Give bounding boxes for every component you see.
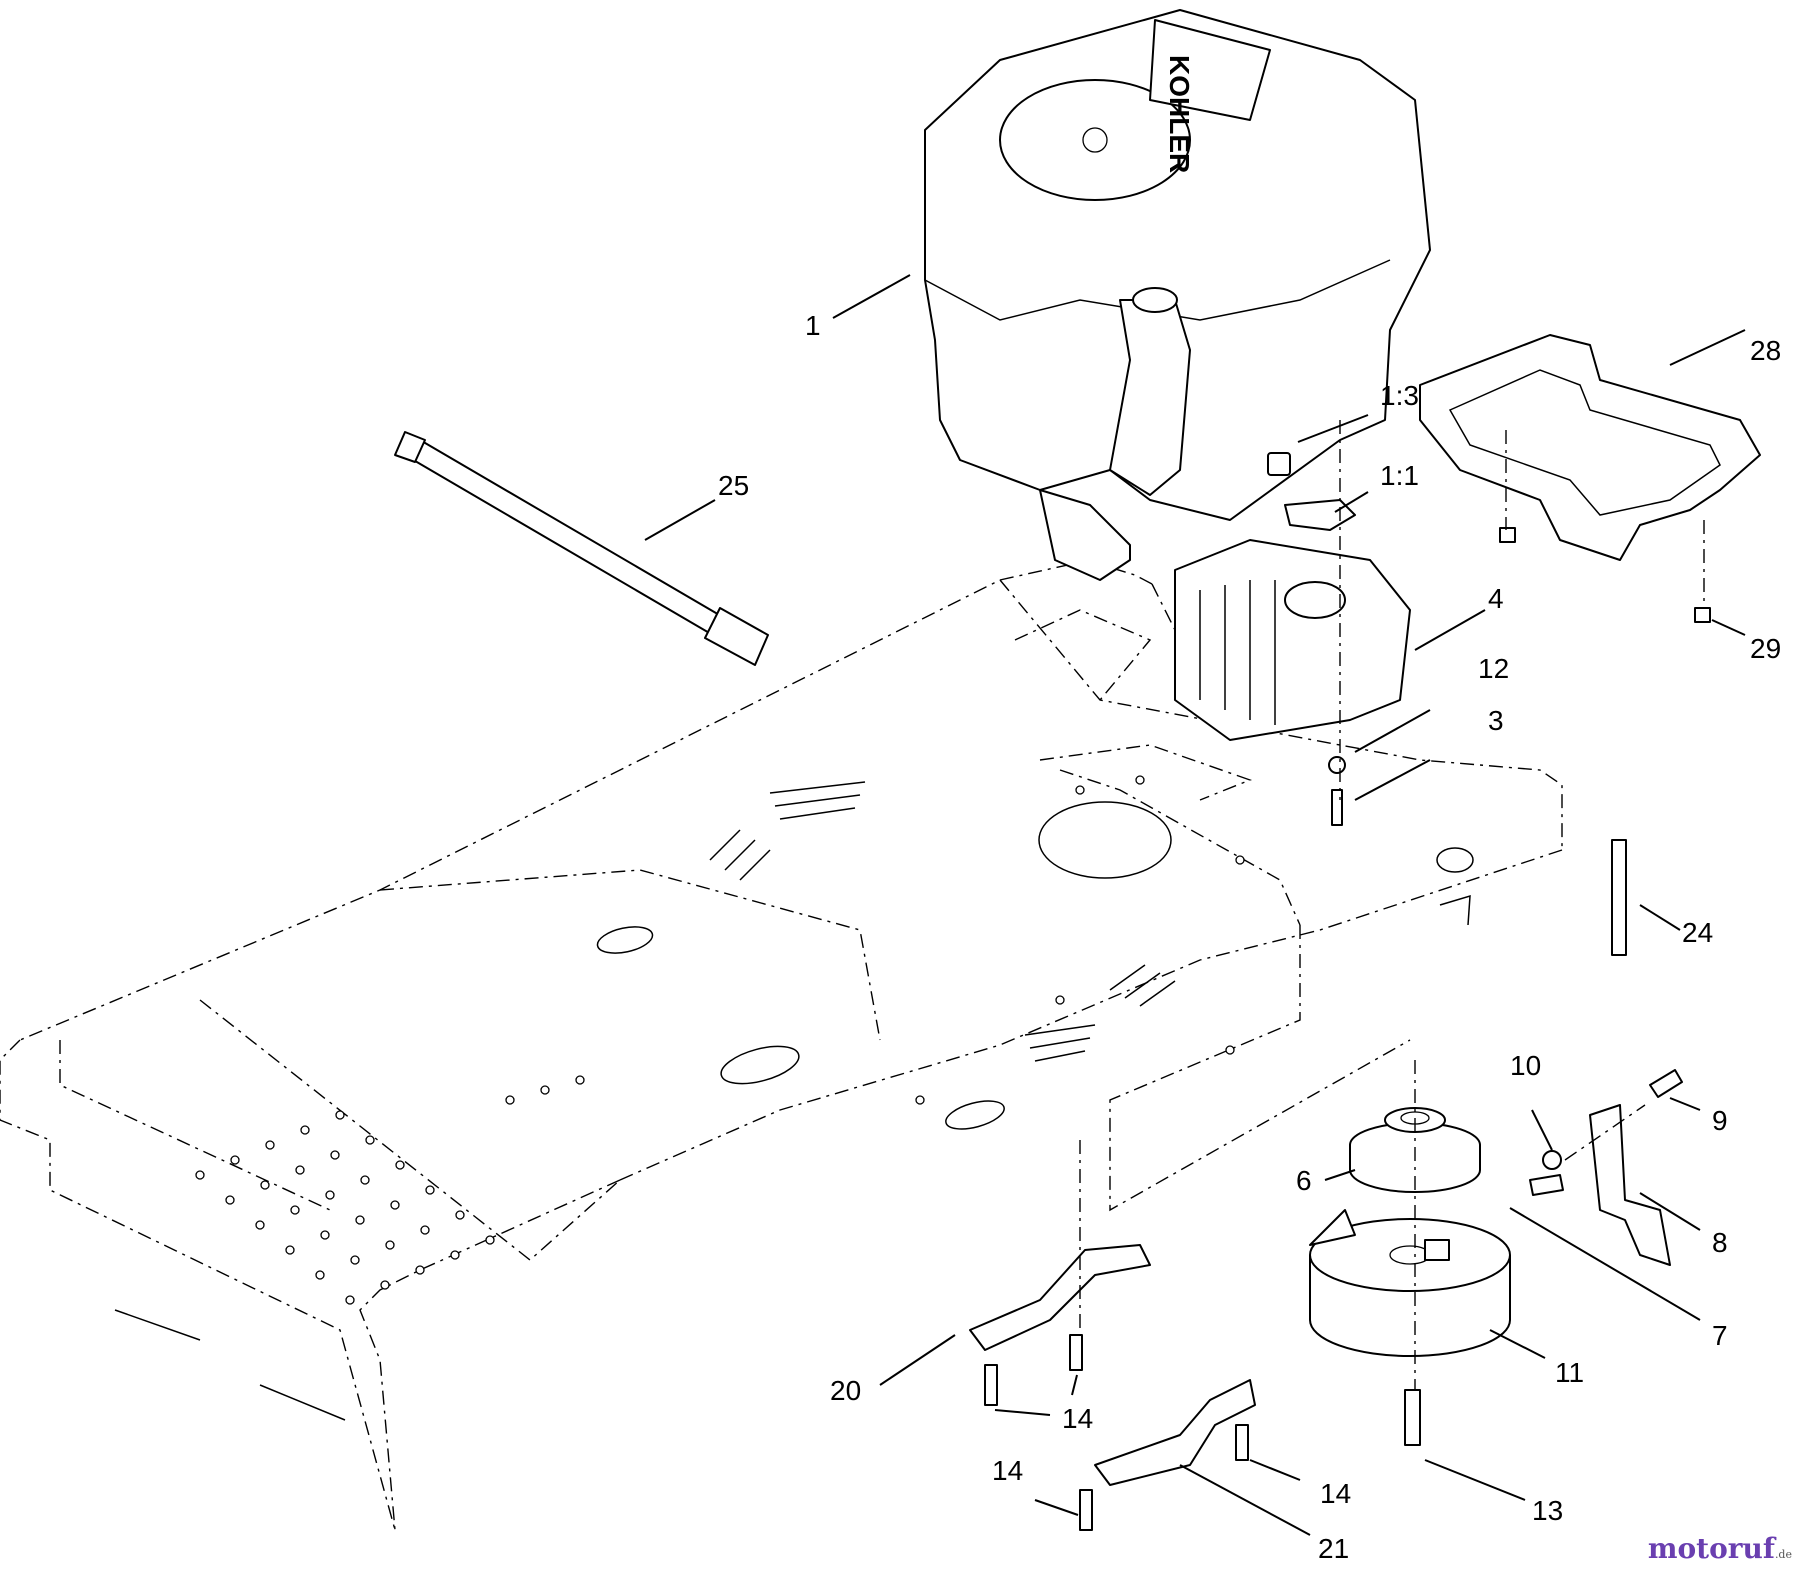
assembly-lines	[1079, 420, 1705, 1390]
part-21-bracket	[1094, 1379, 1256, 1486]
part-1-1-gasket	[1284, 499, 1356, 531]
callout-10: 10	[1510, 1050, 1541, 1081]
callout-1-3: 1:3	[1380, 380, 1419, 411]
watermark-brand: motoruf	[1647, 1532, 1775, 1565]
part-1-3-plug	[1267, 452, 1291, 476]
callout-7: 7	[1712, 1320, 1728, 1351]
callout-1-1: 1:1	[1380, 460, 1419, 491]
part-10-nut	[1542, 1150, 1562, 1170]
callout-29: 29	[1750, 633, 1781, 664]
callout-9: 9	[1712, 1105, 1728, 1136]
callout-1: 1	[805, 310, 821, 341]
callout-8: 8	[1712, 1227, 1728, 1258]
callout-14-a: 14	[1062, 1403, 1093, 1434]
frame-holes	[195, 775, 1245, 1305]
part-12-washer	[1328, 756, 1346, 774]
part-29-screw	[1694, 607, 1711, 623]
part-13-bolt	[1404, 1389, 1421, 1446]
part-4-muffler	[1174, 539, 1411, 741]
watermark-tld: .de	[1774, 1548, 1792, 1561]
callout-12: 12	[1478, 653, 1509, 684]
part-9-bolt	[1649, 1069, 1683, 1098]
part-29-screw-b	[1499, 527, 1516, 543]
callout-3: 3	[1488, 705, 1504, 736]
part-11-clutch	[1309, 1209, 1511, 1357]
callout-14-c: 14	[992, 1455, 1023, 1486]
part-25-rod	[394, 431, 769, 666]
part-14-bolts	[984, 1334, 1249, 1531]
callout-24: 24	[1682, 917, 1713, 948]
callout-6: 6	[1296, 1165, 1312, 1196]
part-7-spacer	[1529, 1174, 1564, 1196]
part-20-bracket	[969, 1244, 1151, 1351]
hardware-parts	[1267, 452, 1711, 956]
callout-25: 25	[718, 470, 749, 501]
part-28-plate	[1419, 334, 1761, 561]
part-3-bolt	[1331, 789, 1343, 826]
leader-lines	[644, 274, 1746, 1536]
part-1-engine: KOHLER	[924, 9, 1431, 581]
engine-brand-text: KOHLER	[1164, 55, 1195, 173]
callout-28: 28	[1750, 335, 1781, 366]
callout-13: 13	[1532, 1495, 1563, 1526]
callout-21: 21	[1318, 1533, 1349, 1564]
callout-4: 4	[1488, 583, 1504, 614]
callout-labels: 1 1:3 1:1 3 4 6 7 8 9 10 11 12 13 14 14 …	[718, 310, 1781, 1564]
callout-20: 20	[830, 1375, 861, 1406]
callout-14-b: 14	[1320, 1478, 1351, 1509]
part-24-stud	[1611, 839, 1627, 956]
watermark-logo: motoruf.de	[1648, 1532, 1792, 1565]
part-8-bracket	[1589, 1104, 1671, 1266]
callout-11: 11	[1555, 1357, 1584, 1388]
